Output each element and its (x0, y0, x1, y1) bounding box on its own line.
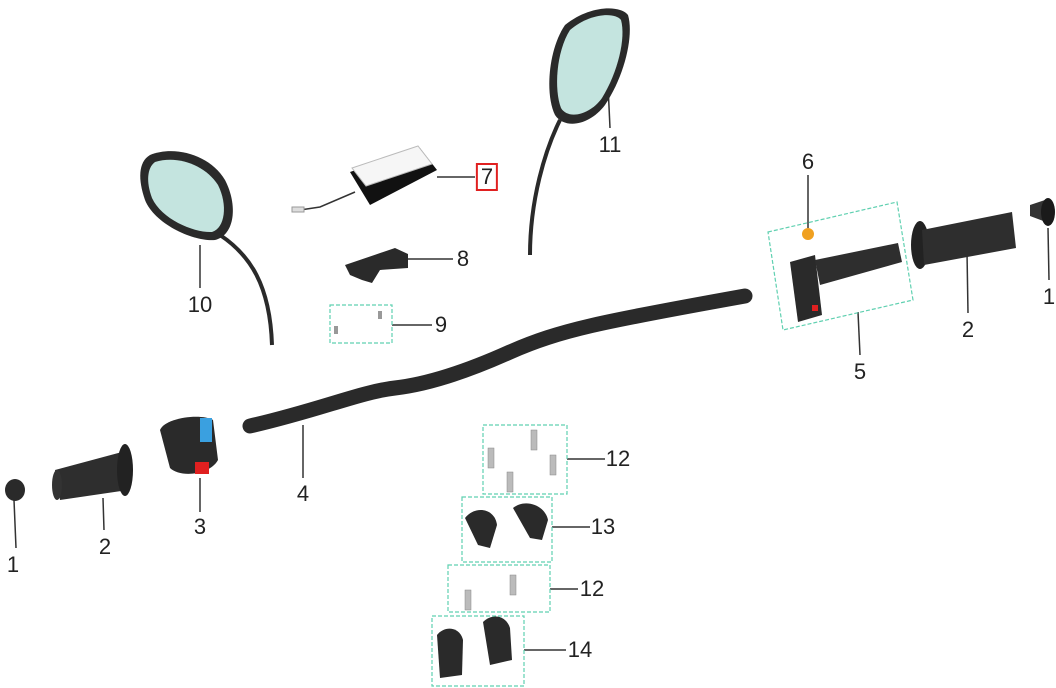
clamps-upper-part (465, 503, 548, 548)
group-boxes (329, 201, 914, 687)
callout-4[interactable]: 4 (296, 481, 310, 506)
callout-12-lower[interactable]: 12 (579, 576, 605, 601)
callout-5[interactable]: 5 (853, 359, 867, 384)
callout-12-upper[interactable]: 12 (605, 446, 631, 471)
handlebar-part (242, 288, 753, 434)
callout-11[interactable]: 11 (598, 132, 622, 157)
group-box-12-lower (447, 564, 551, 613)
callout-7-highlighted[interactable]: 7 (475, 163, 499, 191)
leader-lines (13, 84, 1050, 651)
right-grip-part (911, 212, 1016, 269)
left-grip-part (52, 444, 133, 500)
callout-2-left[interactable]: 2 (98, 534, 112, 559)
group-box-9 (329, 304, 393, 344)
callout-14[interactable]: 14 (567, 637, 593, 662)
bracket-part (345, 248, 408, 283)
callout-1-right[interactable]: 1 (1042, 284, 1056, 309)
clamps-lower-part (437, 616, 512, 678)
group-box-12-upper (482, 424, 568, 495)
group-box-14 (431, 615, 525, 687)
callout-1-left[interactable]: 1 (6, 552, 20, 577)
callout-8[interactable]: 8 (456, 246, 470, 271)
left-bar-end-part (5, 479, 25, 501)
left-mirror-part (140, 151, 274, 346)
group-box-13 (461, 496, 553, 563)
left-switch-part (160, 416, 218, 474)
right-mirror-part (528, 8, 630, 256)
callout-6[interactable]: 6 (801, 149, 815, 174)
throttle-assembly-part (790, 228, 902, 322)
module-part (291, 145, 437, 213)
callout-10[interactable]: 10 (187, 292, 213, 317)
screws-part (334, 311, 382, 334)
callout-9[interactable]: 9 (434, 312, 448, 337)
callout-2-right[interactable]: 2 (961, 317, 975, 342)
callout-13[interactable]: 13 (590, 514, 616, 539)
group-box-5 (767, 201, 914, 331)
bolts-lower-part (464, 574, 517, 611)
right-bar-end-part (1030, 198, 1055, 226)
bolts-upper-part (487, 429, 557, 493)
callout-3[interactable]: 3 (193, 514, 207, 539)
